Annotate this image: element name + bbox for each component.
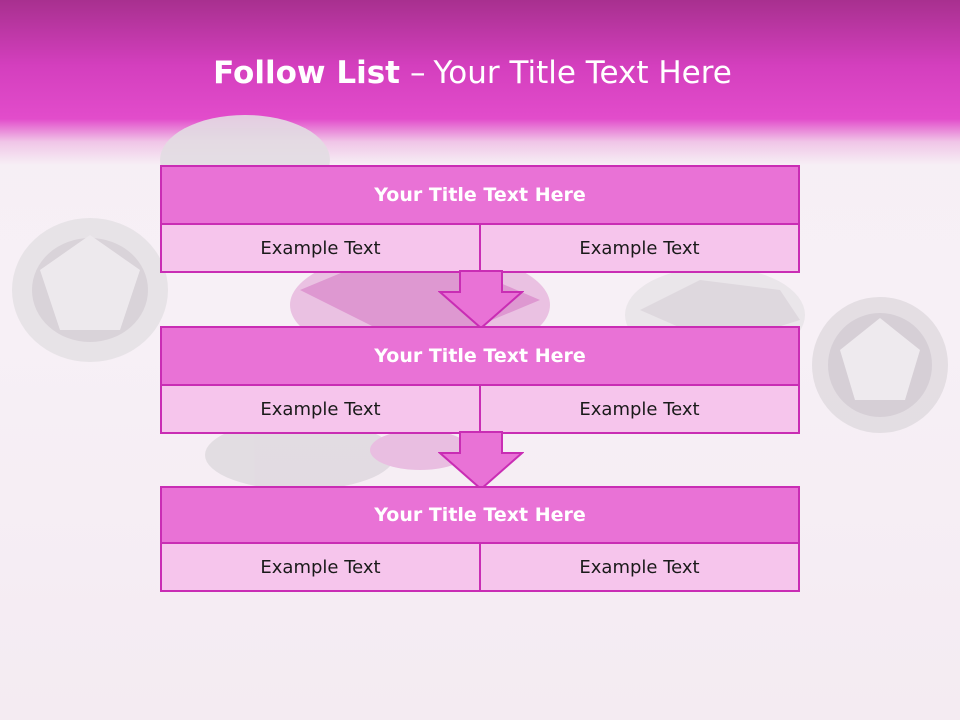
step-cell-left: Example Text [162,544,479,590]
step-title: Your Title Text Here [162,488,798,544]
step-block-2: Your Title Text Here Example Text Exampl… [160,326,800,434]
step-row: Example Text Example Text [162,386,798,432]
step-row: Example Text Example Text [162,544,798,590]
title-dash: – [409,55,426,91]
title-bold: Follow List [213,55,400,91]
down-arrow-icon [438,431,524,491]
header-band [0,0,960,165]
step-cell-left: Example Text [162,225,479,271]
step-cell-right: Example Text [479,225,798,271]
step-cell-right: Example Text [479,544,798,590]
step-cell-right: Example Text [479,386,798,432]
down-arrow-icon [438,270,524,330]
title-rest: Your Title Text Here [433,55,732,91]
step-block-3: Your Title Text Here Example Text Exampl… [160,486,800,592]
step-title: Your Title Text Here [162,328,798,386]
slide-title: Follow List–Your Title Text Here [0,55,945,91]
step-cell-left: Example Text [162,386,479,432]
step-title: Your Title Text Here [162,167,798,225]
step-block-1: Your Title Text Here Example Text Exampl… [160,165,800,273]
step-row: Example Text Example Text [162,225,798,271]
